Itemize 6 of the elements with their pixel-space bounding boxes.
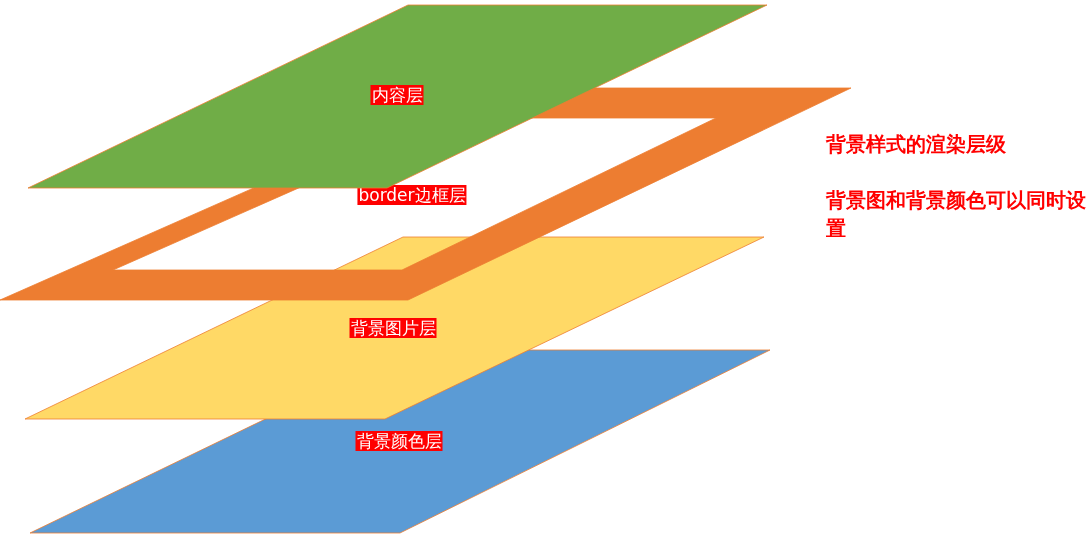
note-text: 背景图和背景颜色可以同时设置 [826, 187, 1087, 242]
layer-label: 背景图片层 [349, 318, 437, 338]
layer-label: border边框层 [357, 185, 467, 205]
layer-label: 内容层 [370, 85, 424, 105]
layer-label: 背景颜色层 [355, 431, 443, 451]
note-text: 背景样式的渲染层级 [826, 131, 1007, 158]
